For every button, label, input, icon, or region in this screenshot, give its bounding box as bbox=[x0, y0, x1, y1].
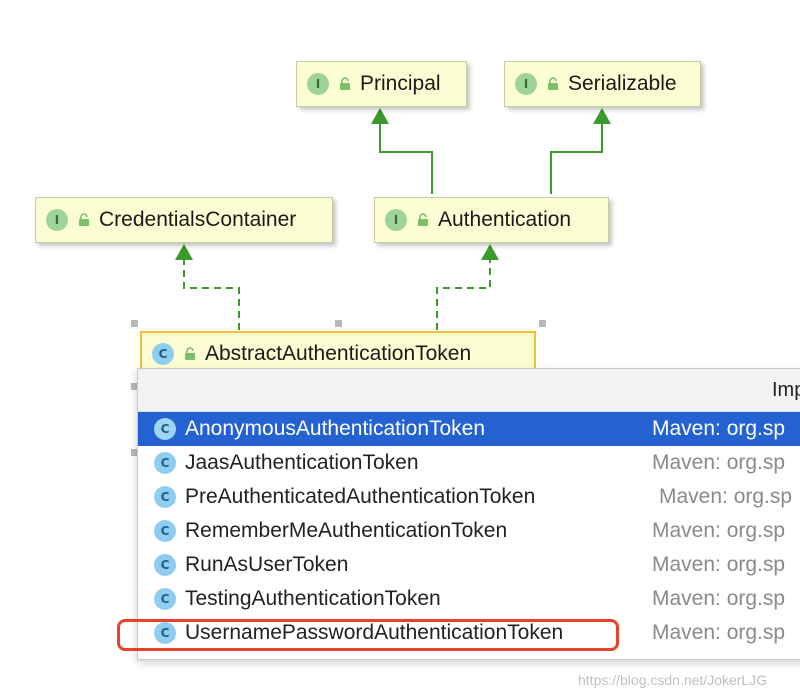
edge-authentication-principal bbox=[379, 120, 433, 194]
list-item[interactable]: C PreAuthenticatedAuthenticationToken Ma… bbox=[138, 480, 800, 514]
list-item[interactable]: C RunAsUserToken Maven: org.sp bbox=[138, 548, 800, 582]
lock-icon bbox=[338, 76, 352, 92]
arrowhead-principal bbox=[371, 108, 389, 124]
edge-abstract-authentication bbox=[436, 256, 491, 330]
list-item-selected[interactable]: C AnonymousAuthenticationToken Maven: or… bbox=[138, 412, 800, 446]
class-icon: C bbox=[152, 343, 174, 365]
highlight-outline bbox=[117, 619, 619, 651]
watermark: https://blog.csdn.net/JokerLJG bbox=[578, 672, 768, 688]
selection-handle[interactable] bbox=[131, 383, 138, 390]
class-name: AnonymousAuthenticationToken bbox=[185, 417, 486, 440]
selection-handle[interactable] bbox=[539, 320, 546, 327]
interface-icon: I bbox=[307, 73, 329, 95]
node-label: AbstractAuthenticationToken bbox=[205, 342, 472, 365]
class-name: PreAuthenticatedAuthenticationToken bbox=[185, 485, 536, 508]
class-name: JaasAuthenticationToken bbox=[185, 451, 419, 474]
list-item-highlighted[interactable]: C UsernamePasswordAuthenticationToken Ma… bbox=[138, 616, 800, 650]
list-item[interactable]: C TestingAuthenticationToken Maven: org.… bbox=[138, 582, 800, 616]
class-name: UsernamePasswordAuthenticationToken bbox=[185, 621, 564, 644]
popup-title: Imp bbox=[772, 379, 800, 401]
class-icon: C bbox=[154, 486, 176, 508]
lock-icon bbox=[416, 212, 430, 228]
class-icon: C bbox=[154, 588, 176, 610]
class-name: RunAsUserToken bbox=[185, 553, 349, 576]
class-icon: C bbox=[154, 520, 176, 542]
library-location: Maven: org.sp bbox=[652, 587, 786, 610]
library-location: Maven: org.sp bbox=[652, 451, 786, 474]
node-label: Serializable bbox=[568, 72, 677, 95]
class-icon: C bbox=[154, 554, 176, 576]
selection-handle[interactable] bbox=[335, 320, 342, 327]
node-principal[interactable]: I Principal bbox=[296, 61, 467, 107]
lock-icon bbox=[183, 346, 197, 362]
node-serializable[interactable]: I Serializable bbox=[504, 61, 701, 107]
list-item[interactable]: C JaasAuthenticationToken Maven: org.sp bbox=[138, 446, 800, 480]
edge-abstract-credentials bbox=[183, 256, 240, 330]
library-location: Maven: org.sp bbox=[659, 485, 793, 508]
edge-authentication-serializable bbox=[550, 120, 603, 194]
lock-icon bbox=[546, 76, 560, 92]
node-label: Principal bbox=[360, 72, 441, 95]
interface-icon: I bbox=[46, 209, 68, 231]
popup-header: Imp bbox=[138, 369, 800, 412]
interface-icon: I bbox=[385, 209, 407, 231]
node-label: Authentication bbox=[438, 208, 572, 231]
library-location: Maven: org.sp bbox=[652, 553, 786, 576]
selection-handle[interactable] bbox=[131, 449, 138, 456]
lock-icon bbox=[77, 212, 91, 228]
list-item[interactable]: C RememberMeAuthenticationToken Maven: o… bbox=[138, 514, 800, 548]
library-location: Maven: org.sp bbox=[652, 519, 786, 542]
class-icon: C bbox=[154, 622, 176, 644]
class-icon: C bbox=[154, 452, 176, 474]
arrowhead-serializable bbox=[593, 108, 611, 124]
node-authentication[interactable]: I Authentication bbox=[374, 197, 609, 243]
library-location: Maven: org.sp bbox=[652, 621, 786, 644]
class-name: RememberMeAuthenticationToken bbox=[185, 519, 508, 542]
node-label: CredentialsContainer bbox=[99, 208, 297, 231]
arrowhead-authentication bbox=[481, 244, 499, 260]
class-name: TestingAuthenticationToken bbox=[185, 587, 441, 610]
class-icon: C bbox=[154, 418, 176, 440]
interface-icon: I bbox=[515, 73, 537, 95]
selection-handle[interactable] bbox=[131, 320, 138, 327]
implementations-popup: Imp C AnonymousAuthenticationToken Maven… bbox=[137, 368, 800, 660]
arrowhead-credentials bbox=[175, 244, 193, 260]
library-location: Maven: org.sp bbox=[652, 417, 786, 440]
node-credentials-container[interactable]: I CredentialsContainer bbox=[35, 197, 333, 243]
